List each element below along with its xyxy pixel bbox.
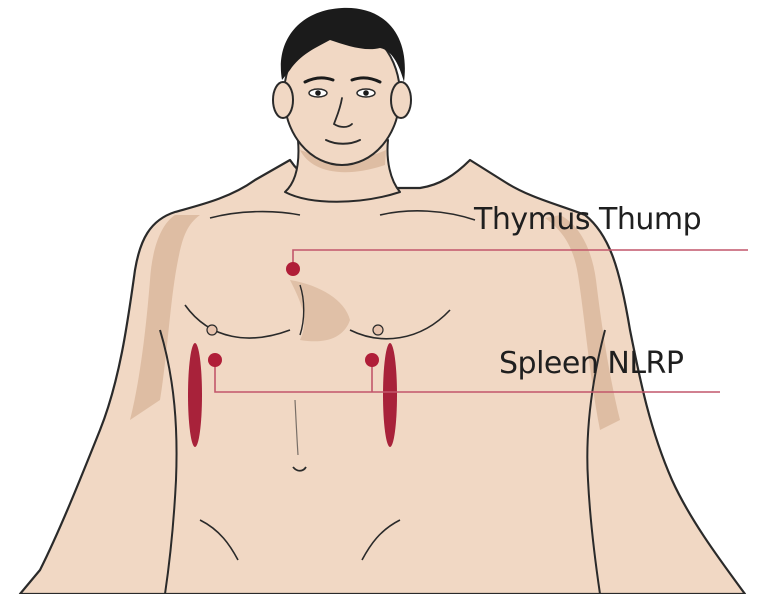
spleen-shape-left [383,343,397,447]
ear-right [391,82,411,118]
thymus-label: Thymus Thump [474,202,701,237]
spleen-label: Spleen NLRP [499,346,683,381]
nipple-right [373,325,383,335]
nipple-left [207,325,217,335]
ear-left [273,82,293,118]
spleen-shape-right [188,343,202,447]
thymus-point [286,262,300,276]
pupil-left [315,90,321,96]
spleen-point-right [208,353,222,367]
spleen-point-left [365,353,379,367]
pupil-right [363,90,369,96]
